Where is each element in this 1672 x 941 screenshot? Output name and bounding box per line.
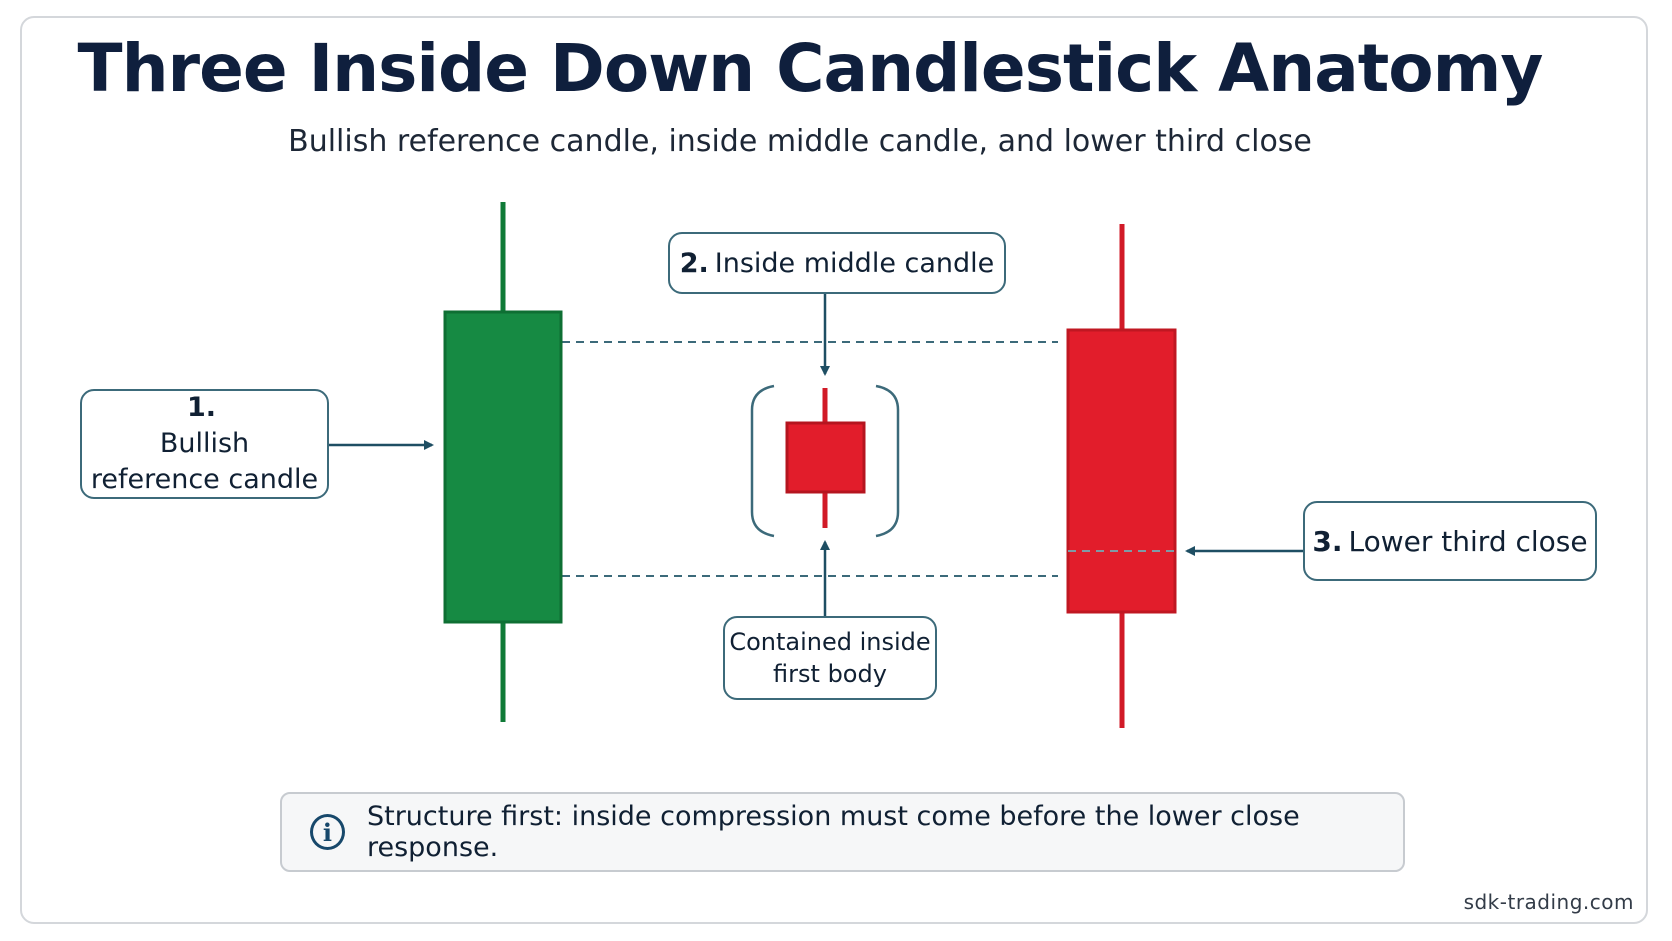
- info-icon: i: [310, 814, 345, 850]
- inside-middle-candle: [785, 388, 866, 528]
- contained-callout: Contained inside first body: [723, 616, 937, 700]
- reference-callout-number: 1.: [186, 392, 217, 423]
- page-title: Three Inside Down Candlestick Anatomy: [77, 30, 1544, 107]
- reference-callout-line1: Bullish: [159, 428, 250, 459]
- reference-callout-line2: reference candle: [90, 464, 319, 495]
- bearish-candle-body: [1066, 328, 1177, 614]
- middle-callout-text: Inside middle candle: [714, 247, 995, 279]
- page-subtitle: Bullish reference candle, inside middle …: [288, 124, 1312, 159]
- lower-callout-number: 3.: [1312, 524, 1343, 558]
- contained-callout-line1: Contained inside: [729, 628, 931, 656]
- middle-candle-callout: 2. Inside middle candle: [668, 232, 1006, 294]
- middle-candle-body: [785, 421, 866, 494]
- lower-callout-text: Lower third close: [1348, 524, 1588, 558]
- contained-callout-line2: first body: [773, 660, 887, 688]
- lower-close-callout: 3. Lower third close: [1303, 501, 1597, 581]
- site-credit: sdk-trading.com: [1463, 890, 1634, 914]
- bullish-reference-candle: [443, 202, 563, 722]
- lower-third-close-candle: [1066, 224, 1177, 728]
- middle-callout-number: 2.: [679, 247, 709, 279]
- reference-candle-callout: 1. Bullish reference candle: [80, 389, 329, 499]
- structure-note: i Structure first: inside compression mu…: [280, 792, 1405, 872]
- right-bracket: [875, 384, 900, 538]
- bullish-candle-body: [443, 310, 563, 624]
- structure-note-text: Structure first: inside compression must…: [366, 801, 1300, 863]
- left-bracket: [750, 384, 775, 538]
